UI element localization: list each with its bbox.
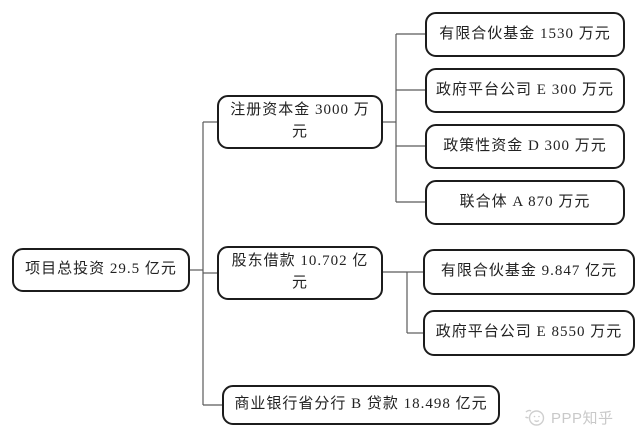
node-label: 政府平台公司 E 300 万元 [436, 81, 614, 98]
node-label: 股东借款 10.702 亿元 [231, 253, 369, 291]
node-shareholder-loan: 股东借款 10.702 亿元 [217, 246, 383, 300]
watermark-text: PPP知乎 [551, 410, 614, 427]
node-bank-loan: 商业银行省分行 B 贷款 18.498 亿元 [222, 385, 500, 425]
node-label: 注册资本金 3000 万元 [230, 102, 370, 140]
watermark: PPP知乎 [524, 407, 614, 428]
node-government-platform-e-loan: 政府平台公司 E 8550 万元 [423, 310, 635, 356]
node-label: 有限合伙基金 9.847 亿元 [440, 263, 618, 280]
node-label: 有限合伙基金 1530 万元 [439, 25, 611, 42]
node-label: 商业银行省分行 B 贷款 18.498 亿元 [234, 396, 488, 413]
node-label: 政策性资金 D 300 万元 [443, 137, 607, 154]
node-limited-partnership-fund-loan: 有限合伙基金 9.847 亿元 [423, 249, 635, 295]
node-registered-capital: 注册资本金 3000 万元 [217, 95, 383, 149]
node-government-platform-e-capital: 政府平台公司 E 300 万元 [425, 68, 625, 113]
node-label: 联合体 A 870 万元 [459, 193, 591, 210]
node-consortium-a: 联合体 A 870 万元 [425, 180, 625, 225]
node-total-investment: 项目总投资 29.5 亿元 [12, 248, 190, 292]
ppp-zhihu-logo-icon [524, 408, 546, 428]
node-label: 政府平台公司 E 8550 万元 [435, 324, 623, 341]
node-limited-partnership-fund-capital: 有限合伙基金 1530 万元 [425, 12, 625, 57]
node-policy-fund-d: 政策性资金 D 300 万元 [425, 124, 625, 169]
node-label: 项目总投资 29.5 亿元 [25, 261, 177, 278]
